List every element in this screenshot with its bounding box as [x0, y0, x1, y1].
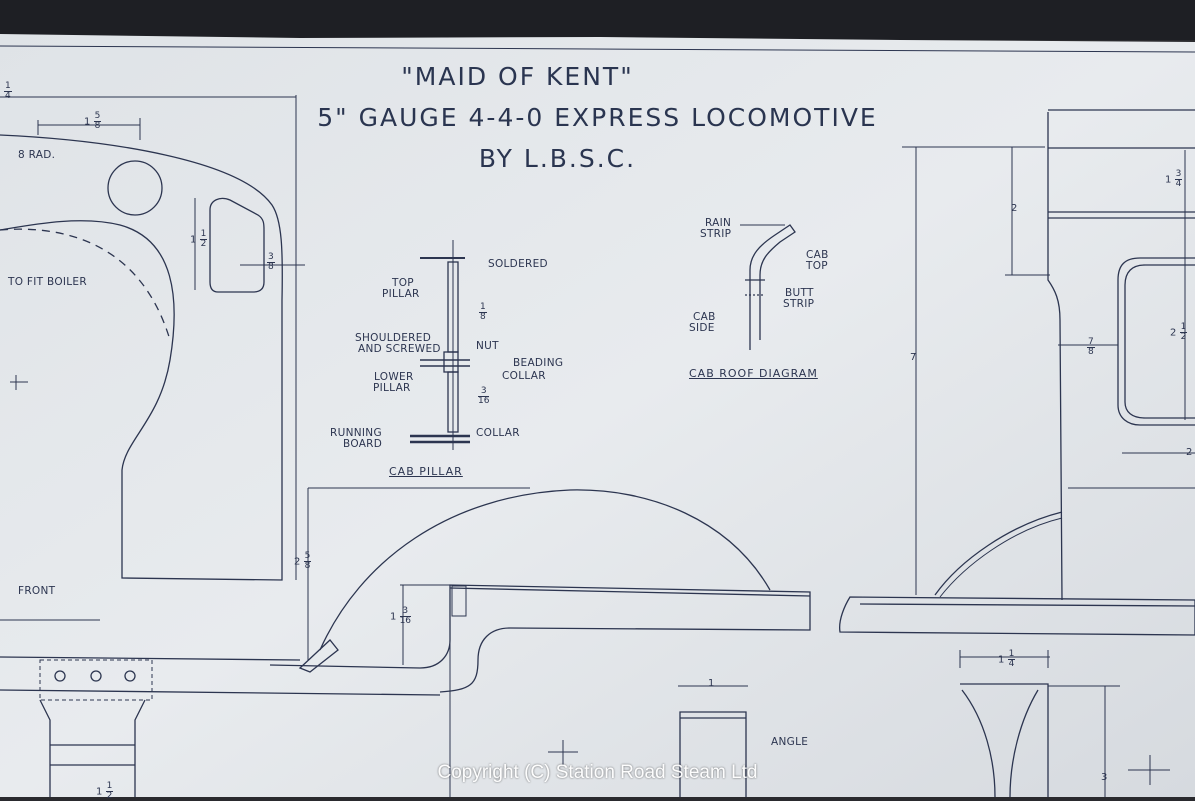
label-lower-pillar-1: LOWER	[374, 371, 414, 383]
caption-cab-pillar: CAB PILLAR	[389, 465, 463, 478]
label-collar-2: COLLAR	[476, 427, 520, 439]
label-rain-strip-2: STRIP	[700, 228, 732, 240]
label-cab-side-2: SIDE	[689, 322, 715, 334]
label-butt-strip-2: STRIP	[783, 298, 815, 310]
label-shouldered-2: AND SCREWED	[358, 343, 441, 355]
label-soldered: SOLDERED	[488, 258, 548, 270]
label-front: FRONT	[18, 585, 56, 597]
drawing-title-line2: 5" GAUGE 4-4-0 EXPRESS LOCOMOTIVE	[317, 103, 878, 132]
label-running-board-2: BOARD	[343, 438, 383, 450]
label-beading: BEADING	[513, 357, 564, 369]
dim-2: 2	[1011, 203, 1018, 214]
label-rad: 8 RAD.	[18, 149, 56, 161]
label-top-pillar-1: TOP	[392, 277, 414, 289]
drawing-title-line1: "MAID OF KENT"	[401, 62, 634, 91]
dim-7: 7	[910, 352, 917, 363]
drawing-title-line3: BY L.B.S.C.	[478, 144, 637, 173]
label-fit-boiler: TO FIT BOILER	[8, 276, 87, 288]
label-cab-top-1: CAB	[806, 249, 829, 261]
label-angle: ANGLE	[771, 736, 809, 748]
label-butt-strip-1: BUTT	[785, 287, 814, 299]
label-shouldered-1: SHOULDERED	[355, 332, 432, 344]
dim-3: 3	[1101, 772, 1108, 783]
dim-1: 1	[708, 678, 715, 689]
caption-cab-roof-diagram: CAB ROOF DIAGRAM	[689, 367, 818, 380]
label-nut: NUT	[476, 340, 499, 352]
label-collar-1: COLLAR	[502, 370, 546, 382]
dim-2-right: 2	[1186, 447, 1193, 458]
label-top-pillar-2: PILLAR	[382, 288, 420, 300]
drawing-lines	[0, 45, 1195, 797]
label-lower-pillar-2: PILLAR	[373, 382, 411, 394]
label-running-board-1: RUNNING	[330, 427, 382, 439]
label-cab-top-2: TOP	[806, 260, 828, 272]
label-cab-side-1: CAB	[693, 311, 716, 323]
paper-sheet	[0, 34, 1195, 797]
label-rain-strip-1: RAIN	[705, 217, 732, 229]
copyright-watermark: Copyright (C) Station Road Steam Ltd	[437, 762, 758, 783]
dark-background	[0, 0, 1195, 40]
